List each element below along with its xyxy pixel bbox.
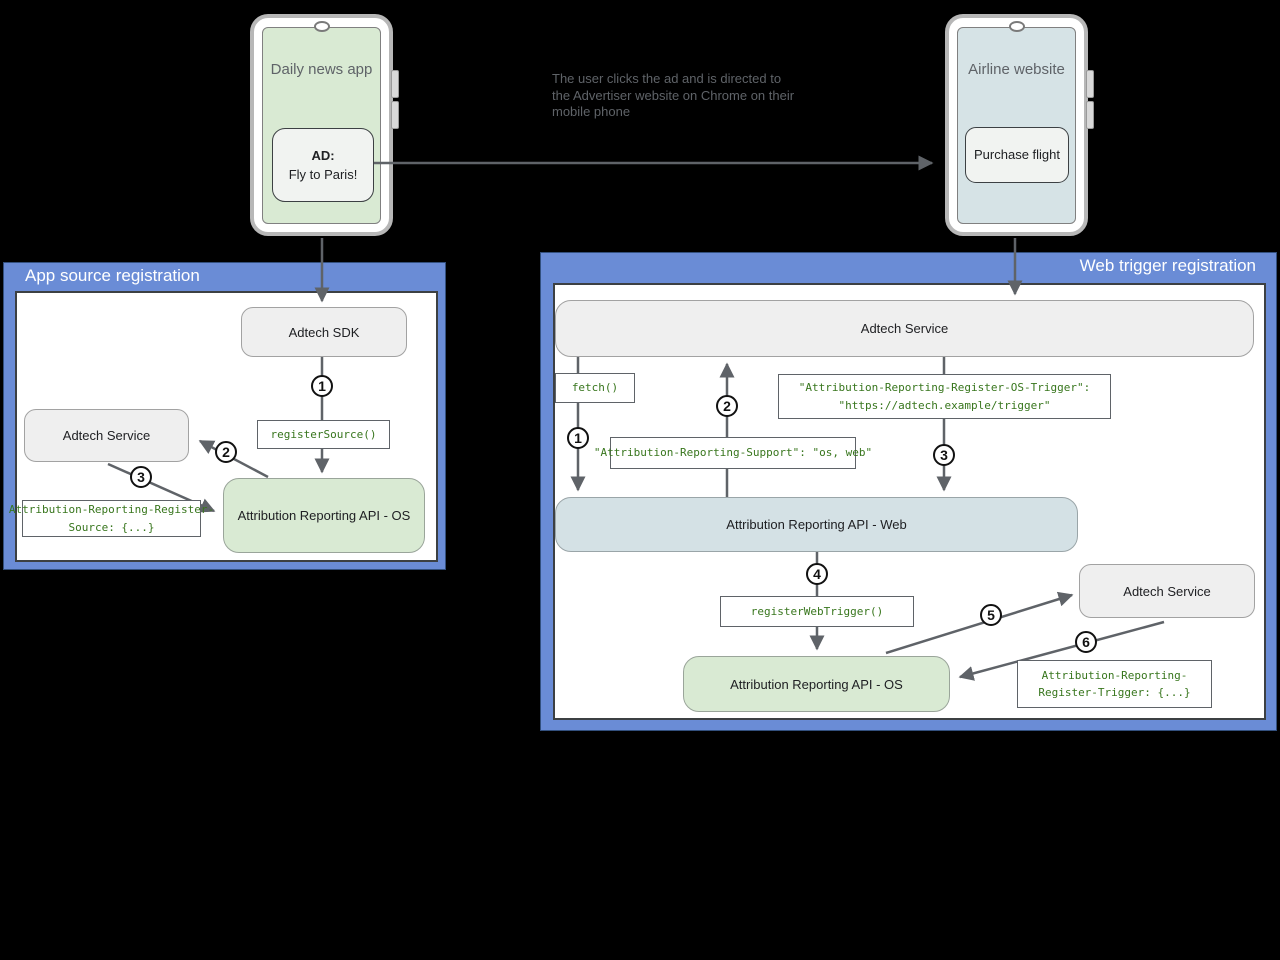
box-attribution-api-os-right-label: Attribution Reporting API - OS	[730, 676, 903, 692]
code-line: "Attribution-Reporting-Register-OS-Trigg…	[798, 381, 1091, 395]
step-circle-5: 5	[980, 604, 1002, 626]
code-support-header-text: "Attribution-Reporting-Support": "os, we…	[593, 446, 873, 460]
phone-camera-icon	[313, 21, 330, 32]
phone-power-button	[391, 101, 399, 129]
code-line: Attribution-Reporting-	[1041, 668, 1188, 682]
phone-airline-screen	[957, 27, 1076, 224]
phone-camera-icon	[1008, 21, 1025, 32]
code-line: Register-Trigger: {...}	[1038, 686, 1191, 699]
phone-volume-button	[1086, 70, 1094, 98]
code-line: Source: {...}	[68, 520, 155, 534]
box-adtech-service-right-label: Adtech Service	[1123, 583, 1211, 599]
ad-fly-to-paris[interactable]: AD: Fly to Paris!	[272, 128, 374, 202]
airline-website-title: Airline website	[968, 61, 1065, 78]
step-circle-1: 1	[311, 375, 333, 397]
step-circle-4: 4	[806, 563, 828, 585]
panel-title-web-trigger: Web trigger registration	[1079, 256, 1256, 275]
box-attribution-api-os-left-label: Attribution Reporting API - OS	[237, 508, 411, 523]
box-adtech-service-top-label: Adtech Service	[860, 321, 949, 336]
box-adtech-service-top: Adtech Service	[555, 300, 1254, 357]
code-register-web-trigger: registerWebTrigger()	[720, 596, 914, 627]
ad-click-note: The user clicks the ad and is directed t…	[552, 71, 795, 120]
panel-title-app-source: App source registration	[25, 266, 200, 285]
box-adtech-sdk-label: Adtech SDK	[288, 324, 360, 340]
code-fetch: fetch()	[555, 373, 635, 403]
step-circle-2: 2	[215, 441, 237, 463]
code-register-source: registerSource()	[257, 420, 390, 449]
step-circle-1: 1	[567, 427, 589, 449]
phone-airline: Airline website Purchase flight	[945, 14, 1094, 236]
step-circle-3: 3	[130, 466, 152, 488]
code-support-header: "Attribution-Reporting-Support": "os, we…	[594, 437, 872, 469]
box-adtech-service-left: Adtech Service	[24, 409, 189, 462]
code-line: Attribution-Reporting-Register-	[8, 503, 215, 517]
code-register-source-header: Attribution-Reporting-Register- Source: …	[9, 500, 214, 537]
step-circle-3: 3	[933, 444, 955, 466]
step-circle-6: 6	[1075, 631, 1097, 653]
code-register-source-text: registerSource()	[270, 427, 377, 441]
ad-heading: AD:	[311, 147, 335, 163]
code-line: "https://adtech.example/trigger"	[838, 398, 1051, 412]
code-fetch-text: fetch()	[571, 381, 619, 395]
purchase-flight-button[interactable]: Purchase flight	[965, 127, 1069, 183]
daily-news-app-title: Daily news app	[270, 61, 373, 78]
box-attribution-api-web: Attribution Reporting API - Web	[555, 497, 1078, 552]
step-circle-2: 2	[716, 395, 738, 417]
code-register-trigger-header: Attribution-Reporting- Register-Trigger:…	[1017, 660, 1212, 708]
box-attribution-api-os-left: Attribution Reporting API - OS	[223, 478, 425, 553]
code-os-trigger-header: "Attribution-Reporting-Register-OS-Trigg…	[778, 374, 1111, 419]
box-adtech-service-right: Adtech Service	[1079, 564, 1255, 618]
box-adtech-sdk: Adtech SDK	[241, 307, 407, 357]
box-adtech-service-left-label: Adtech Service	[62, 428, 151, 443]
purchase-flight-label: Purchase flight	[974, 147, 1060, 163]
code-register-web-trigger-text: registerWebTrigger()	[750, 604, 884, 618]
box-attribution-api-os-right: Attribution Reporting API - OS	[683, 656, 950, 712]
ad-text: Fly to Paris!	[288, 167, 358, 182]
phone-daily-news: Daily news app AD: Fly to Paris!	[250, 14, 399, 236]
phone-volume-button	[391, 70, 399, 98]
box-attribution-api-web-label: Attribution Reporting API - Web	[726, 517, 907, 532]
phone-power-button	[1086, 101, 1094, 129]
